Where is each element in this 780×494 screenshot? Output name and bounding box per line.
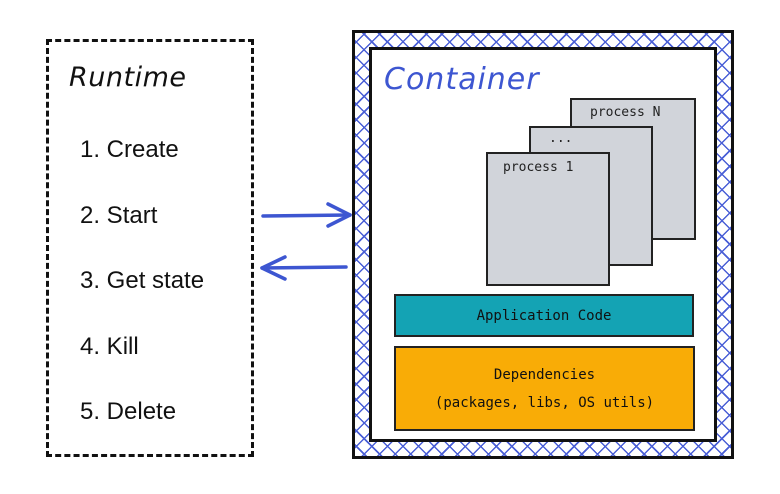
runtime-step-delete: 5. Delete	[80, 398, 177, 425]
runtime-step-create: 1. Create	[80, 136, 179, 163]
runtime-box: Runtime 1. Create 2. Start 3. Get state …	[46, 39, 254, 457]
process-1-card: process 1	[486, 152, 610, 286]
arrow-start-to-container	[261, 202, 352, 228]
application-code-label: Application Code	[476, 307, 612, 324]
application-code-block: Application Code	[394, 294, 694, 337]
runtime-step-kill: 4. Kill	[80, 333, 139, 360]
process-1-label: process 1	[503, 160, 574, 175]
container-title: Container	[384, 62, 540, 97]
runtime-step-start: 2. Start	[80, 202, 158, 229]
runtime-step-get-state: 3. Get state	[80, 267, 205, 294]
dependencies-subtitle: (packages, libs, OS utils)	[434, 394, 655, 411]
container-box: Container process N ... process 1 Applic…	[352, 30, 734, 459]
process-n-label: process N	[590, 105, 661, 120]
dependencies-title: Dependencies	[493, 366, 596, 383]
runtime-title: Runtime	[69, 62, 187, 93]
dependencies-block: Dependencies (packages, libs, OS utils)	[394, 346, 695, 431]
container-inner: Container process N ... process 1 Applic…	[369, 47, 717, 442]
arrow-container-to-get-state	[260, 255, 348, 281]
process-ellipsis-label: ...	[549, 131, 573, 146]
